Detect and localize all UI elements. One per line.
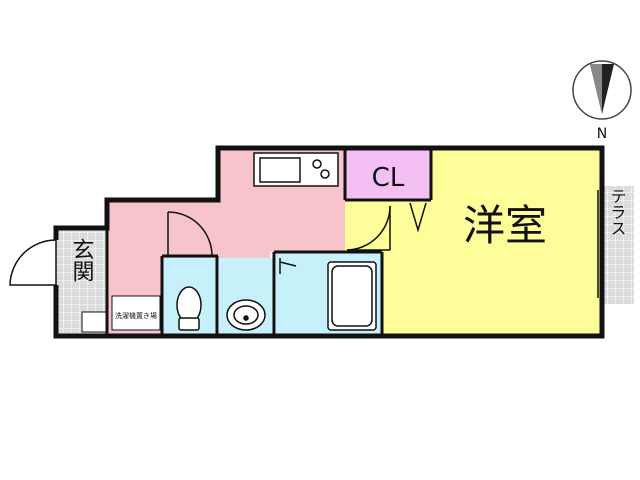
room-door [346,205,391,251]
washbasin-icon [226,299,266,331]
bathtub-icon [327,261,377,331]
closet-label: CL [372,163,405,193]
closet-floor [345,148,431,200]
western-room-label: 洋室 [463,201,547,250]
washer-space [111,295,161,331]
entrance-step [81,311,107,333]
interior-walls [105,148,433,336]
terrace-label: テラス [608,188,627,236]
closet-doors [409,202,427,233]
terrace-floor [600,186,634,304]
washer-space-label: 洗濯機置き場 [115,311,157,320]
kitchen-hall-floor [107,148,345,334]
kitchen-sink [253,152,339,187]
entrance-label: 玄関 [69,238,94,282]
bath-door [279,258,297,274]
north-compass [572,60,632,120]
north-label: N [597,126,607,142]
western-room-patch [382,200,600,336]
toilet-icon [176,286,202,331]
entrance-door [9,239,57,286]
hall-door [167,211,213,257]
exterior-walls [53,145,605,339]
